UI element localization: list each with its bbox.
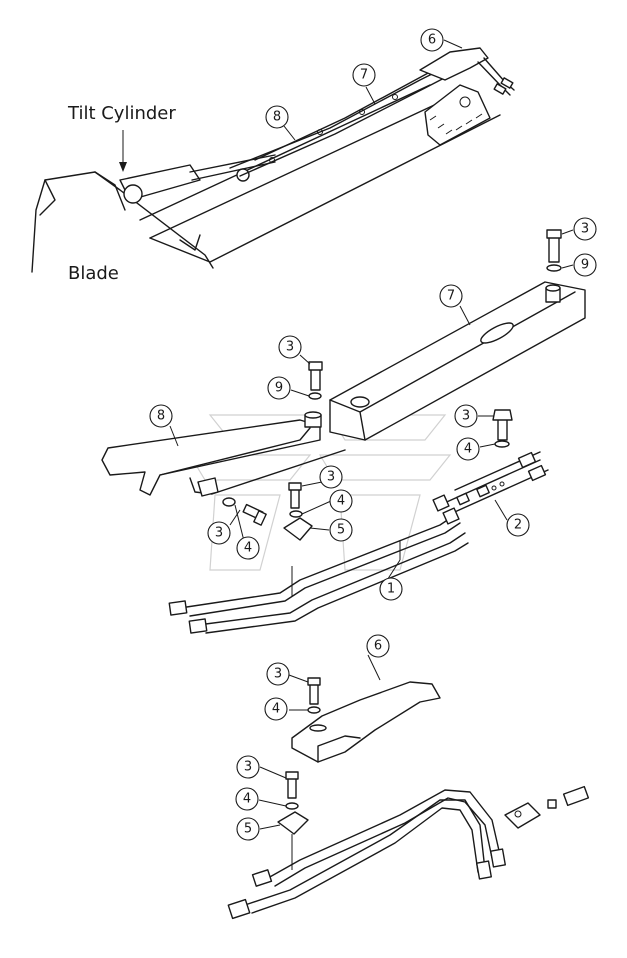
callout-number: 4 <box>243 792 251 807</box>
washer-9b <box>308 392 322 400</box>
washer-4c <box>494 440 510 448</box>
callout: 4 <box>235 787 259 811</box>
callout-number: 4 <box>337 494 345 509</box>
callout: 3 <box>319 465 343 489</box>
tilt-cylinder-label: Tilt Cylinder <box>67 103 176 124</box>
hose-part-1 <box>179 514 456 609</box>
callout: 9 <box>267 376 291 400</box>
callout: 5 <box>236 817 260 841</box>
bolt-3b <box>310 367 321 391</box>
callout: 2 <box>506 513 530 537</box>
lower-guard-assembly <box>291 677 441 763</box>
callout-number: 8 <box>273 110 281 125</box>
callout-number: 7 <box>447 289 455 304</box>
callout-number: 3 <box>274 667 282 682</box>
washer-9a <box>546 264 562 272</box>
callout: 9 <box>573 253 597 277</box>
callout: 3 <box>207 521 231 545</box>
callout-number: 3 <box>462 409 470 424</box>
callout-number: 9 <box>581 258 589 273</box>
callout: 7 <box>439 284 463 308</box>
bottom-hose-assembly <box>227 771 590 920</box>
callout: 6 <box>420 28 444 52</box>
washer-4e <box>222 497 236 507</box>
hose-guard-top <box>419 47 489 81</box>
callout-number: 9 <box>275 381 283 396</box>
callout: 1 <box>379 577 403 601</box>
callout: 4 <box>329 489 353 513</box>
callout-number: 3 <box>581 222 589 237</box>
callout: 4 <box>236 536 260 560</box>
callout-number: 5 <box>337 523 345 538</box>
callout-number: 7 <box>360 68 368 83</box>
callout: 5 <box>329 518 353 542</box>
callout-number: 8 <box>157 409 165 424</box>
callout-number: 5 <box>244 822 252 837</box>
callout-number: 6 <box>374 639 382 654</box>
bolt-3a <box>548 235 560 263</box>
clamp-5d <box>283 517 313 541</box>
callout: 8 <box>149 404 173 428</box>
clamp-block <box>504 802 541 829</box>
washer-4d <box>289 510 303 518</box>
bolt-3-bot <box>287 777 297 799</box>
top-assembly <box>31 47 515 273</box>
callout-number: 4 <box>272 702 280 717</box>
callout-number: 6 <box>428 33 436 48</box>
callout-number: 3 <box>244 760 252 775</box>
callout: 4 <box>456 437 480 461</box>
callout-number: 1 <box>387 582 395 597</box>
callout: 8 <box>265 105 289 129</box>
callout-number: 3 <box>286 340 294 355</box>
clamp-5-bot <box>277 811 309 835</box>
blade-label: Blade <box>68 263 119 284</box>
callout: 6 <box>366 634 390 658</box>
middle-assembly <box>101 229 586 634</box>
washer-4-low <box>307 706 321 714</box>
gear-plate <box>424 84 491 146</box>
callout: 3 <box>236 755 260 779</box>
callout: 3 <box>278 335 302 359</box>
callout-number: 4 <box>464 442 472 457</box>
callout: 7 <box>352 63 376 87</box>
bolt-3c <box>497 417 508 441</box>
bolt-3d <box>290 487 300 509</box>
callout-number: 2 <box>514 518 522 533</box>
callout: 3 <box>454 404 478 428</box>
callout-number: 3 <box>327 470 335 485</box>
callout: 3 <box>266 662 290 686</box>
callout-number: 3 <box>215 526 223 541</box>
washer-4-bot <box>285 802 299 810</box>
callout-number: 4 <box>244 541 252 556</box>
callout: 4 <box>264 697 288 721</box>
callout: 3 <box>573 217 597 241</box>
bolt-3-low <box>309 683 319 705</box>
